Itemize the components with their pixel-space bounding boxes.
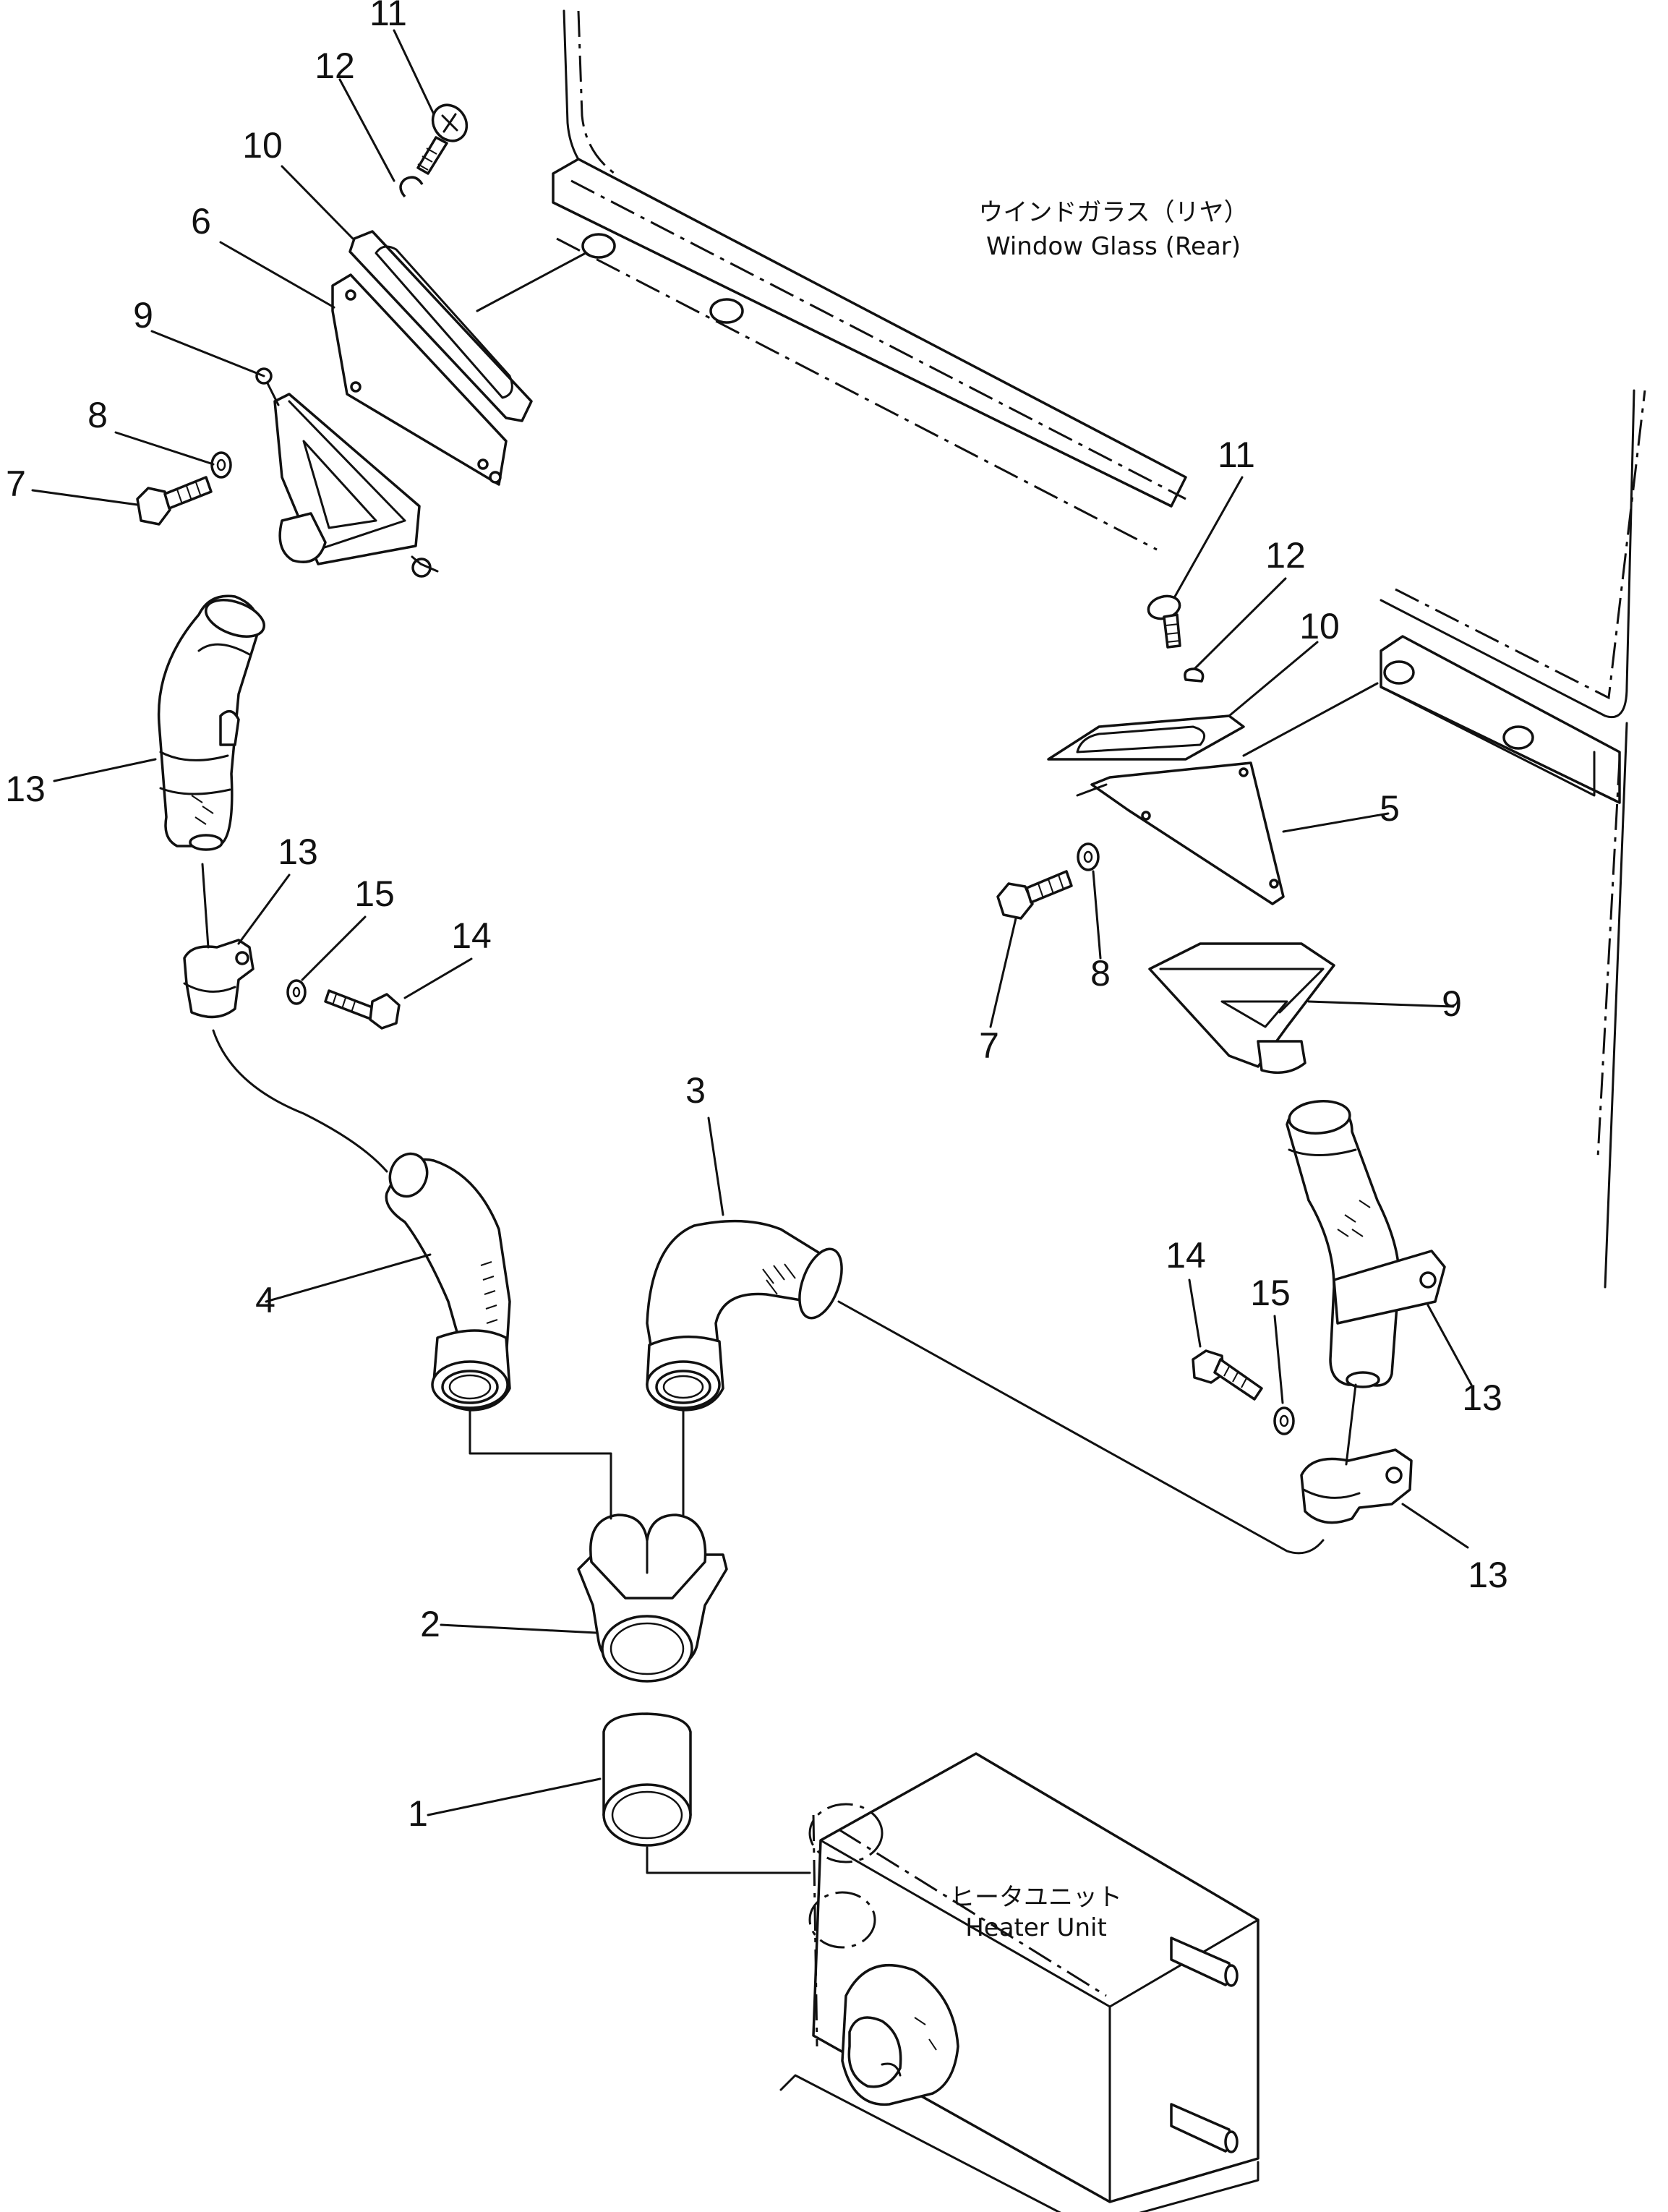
callout-9-right: 9 <box>1442 983 1462 1024</box>
hose-3 <box>646 1219 843 1412</box>
bolt-14-right <box>1192 1349 1263 1401</box>
lock-washer-12-left <box>399 176 424 198</box>
plate-5 <box>1090 761 1285 905</box>
bolt-7-right <box>996 870 1073 920</box>
window-glass-frame: ウインドガラス（リヤ） Window Glass (Rear) <box>552 9 1646 1289</box>
washer-8-right <box>1077 842 1100 871</box>
callout-7-upper-left: 7 <box>6 464 26 504</box>
callout-13-clamp-left: 13 <box>278 832 318 872</box>
bolt-14-left <box>324 989 401 1030</box>
callout-13-upper-left: 13 <box>5 769 46 809</box>
upper-left-duct-assembly <box>136 103 533 578</box>
callout-10-right: 10 <box>1299 606 1340 646</box>
callout-15-right: 15 <box>1250 1273 1291 1313</box>
callout-7-right: 7 <box>979 1025 999 1066</box>
washer-15-right <box>1273 1406 1295 1435</box>
callout-8-right: 8 <box>1090 953 1111 994</box>
callout-14-right: 14 <box>1166 1235 1206 1276</box>
hose-13-left <box>157 594 265 851</box>
sleeve-1 <box>602 1712 692 1847</box>
callout-11-upper-left: 11 <box>369 0 407 33</box>
heater-unit-label-jp: ヒータユニット <box>950 1883 1122 1912</box>
callout-numbers: 11 12 10 6 9 8 7 13 13 15 14 3 4 2 1 11 … <box>5 0 1508 1834</box>
callout-15-left: 15 <box>354 874 395 914</box>
hose-4 <box>385 1152 511 1412</box>
callout-3: 3 <box>685 1070 706 1111</box>
callout-9-upper-left: 9 <box>133 295 153 336</box>
callout-leaders <box>31 29 1473 1816</box>
washer-8-left <box>210 451 232 479</box>
callout-4: 4 <box>255 1280 275 1320</box>
callout-11-right: 11 <box>1218 435 1255 475</box>
hose-13-right <box>1286 1100 1446 1388</box>
screw-11-left <box>416 103 469 175</box>
screw-11-right <box>1147 594 1181 649</box>
window-glass-label-en: Window Glass (Rear) <box>986 232 1241 261</box>
right-duct-assembly <box>996 594 1335 1075</box>
callout-2: 2 <box>420 1604 440 1644</box>
callout-12-upper-left: 12 <box>315 46 355 86</box>
callout-14-left: 14 <box>451 915 492 956</box>
heater-unit-label-en: Heater Unit <box>965 1913 1107 1942</box>
callout-13-clamp-right: 13 <box>1468 1555 1508 1595</box>
callout-5: 5 <box>1380 788 1400 829</box>
plate-6 <box>331 273 508 486</box>
heater-unit: ヒータユニット Heater Unit <box>779 1752 1259 2212</box>
window-glass-label-jp: ウインドガラス（リヤ） <box>978 198 1248 227</box>
y-connector-2 <box>577 1513 728 1683</box>
bolt-7-left <box>136 476 213 526</box>
hose-clamp-13-right <box>1300 1448 1413 1524</box>
callout-12-right: 12 <box>1265 535 1306 576</box>
hose-clamp-13-left <box>183 939 255 1019</box>
duct-nozzle-9-right <box>1148 942 1335 1075</box>
callout-1: 1 <box>408 1793 428 1834</box>
connection-lines <box>201 863 1357 1874</box>
lock-washer-12-right <box>1184 667 1205 683</box>
duct-nozzle-9-left <box>255 367 439 578</box>
callout-6: 6 <box>191 201 211 242</box>
washer-15-left <box>286 979 307 1005</box>
callout-8-upper-left: 8 <box>87 395 108 435</box>
callout-13-hose-right: 13 <box>1462 1378 1502 1418</box>
callout-10-upper-left: 10 <box>242 125 283 166</box>
